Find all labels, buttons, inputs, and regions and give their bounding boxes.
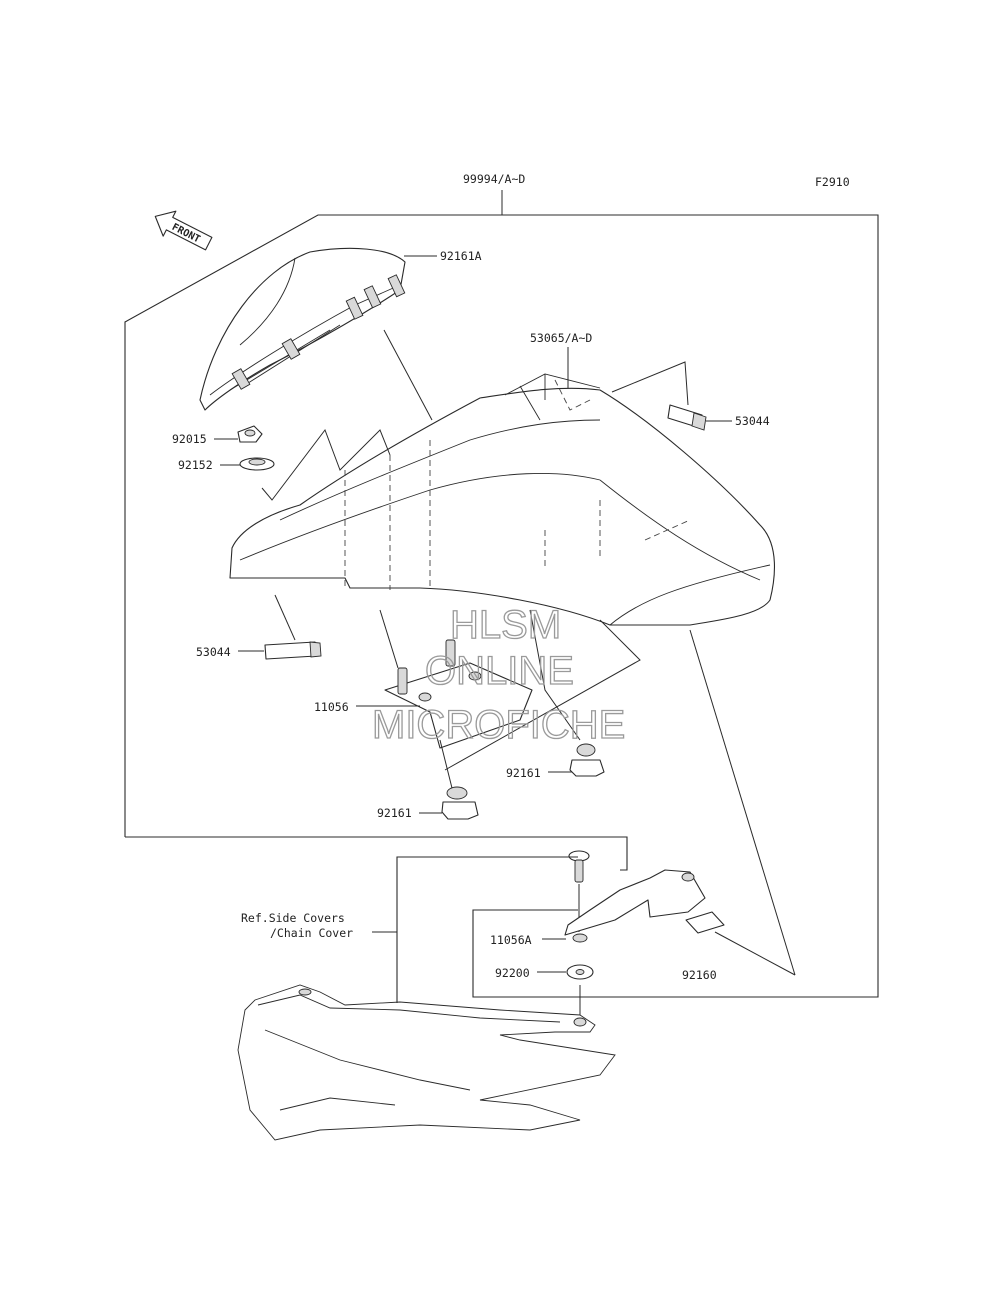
watermark-line1: HLSM <box>450 603 561 647</box>
clip-53044-right <box>667 404 707 431</box>
callout-damper-right: 92161 <box>506 766 541 780</box>
callout-damper-left: 92161 <box>377 806 412 820</box>
leader-clip-left-v <box>274 594 296 641</box>
seat-cover-53065 <box>229 373 775 626</box>
leader-pad-short <box>714 931 796 976</box>
callout-bracket: 11056A <box>490 933 532 947</box>
callout-nut: 92015 <box>172 432 207 446</box>
bushing-92152 <box>239 457 275 471</box>
leader-bolt-v <box>379 609 399 669</box>
leader-damper-left-v <box>439 739 453 789</box>
reference-line1: Ref.Side Covers <box>241 911 345 925</box>
assembly-boundary-lower <box>125 836 628 871</box>
bracket-11056 <box>384 639 533 749</box>
assembly-boundary <box>124 214 879 998</box>
leader-bushing-v <box>261 428 391 501</box>
reference-line2: /Chain Cover <box>270 926 353 940</box>
leader-pad-long <box>689 629 796 976</box>
nut-92015 <box>237 425 263 443</box>
watermark-line3: MICROFICHE <box>372 703 625 747</box>
callout-bushing: 92152 <box>178 458 213 472</box>
screw-bolt <box>568 850 590 883</box>
callout-assembly: 99994/A~D <box>463 172 525 186</box>
washer-92200 <box>566 964 594 980</box>
damper-92161-left <box>441 786 479 820</box>
leader-clip-right-v <box>611 361 689 406</box>
clip-53044-left <box>264 641 322 660</box>
callout-bolt: 11056 <box>314 700 349 714</box>
callout-clip-left: 53044 <box>196 645 231 659</box>
damper-92161-right <box>569 743 605 777</box>
bracket-11056a <box>564 869 706 943</box>
figure-code: F2910 <box>815 175 850 189</box>
front-arrow-icon: FRONT <box>154 210 213 251</box>
side-cover-reference <box>237 984 616 1141</box>
watermark-line2: ONLINE <box>425 649 574 693</box>
seat-pad-92161a <box>199 247 406 411</box>
callout-seat-pad: 92161A <box>440 249 482 263</box>
callout-washer: 92200 <box>495 966 530 980</box>
callout-pad: 92160 <box>682 968 717 982</box>
callout-clip-right: 53044 <box>735 414 770 428</box>
leader-damper-right-v <box>529 609 581 741</box>
leader-seat-pad-down <box>383 329 433 421</box>
pad-92160 <box>685 911 725 934</box>
reference-bracket <box>396 856 578 1003</box>
leader-damper-link <box>444 619 641 771</box>
callout-cover: 53065/A~D <box>530 331 592 345</box>
